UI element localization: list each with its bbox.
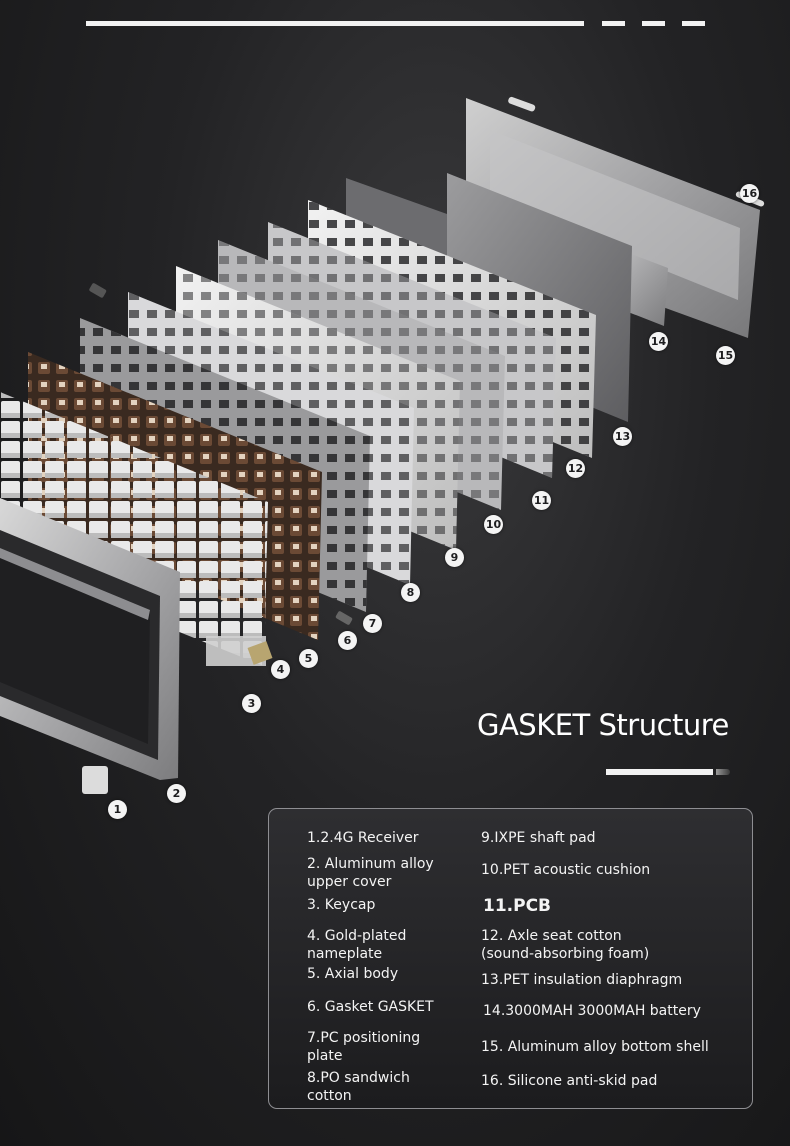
component-item-11: 11.PCB bbox=[483, 896, 552, 916]
marker-1: 1 bbox=[108, 800, 127, 819]
component-item-13: 13.PET insulation diaphragm bbox=[481, 972, 683, 988]
marker-6: 6 bbox=[338, 631, 357, 650]
marker-10: 10 bbox=[484, 515, 503, 534]
layer-keycaps bbox=[0, 392, 268, 666]
title-underline bbox=[606, 769, 713, 775]
marker-8: 8 bbox=[401, 583, 420, 602]
header-dash-3 bbox=[682, 21, 705, 26]
component-item-7: 7.PC positioning plate bbox=[307, 1030, 421, 1064]
layer-nameplate bbox=[247, 641, 273, 665]
marker-4: 4 bbox=[271, 660, 290, 679]
header-dash-1 bbox=[602, 21, 625, 26]
marker-13: 13 bbox=[613, 427, 632, 446]
component-item-8: 8.PO sandwich cotton bbox=[307, 1070, 410, 1104]
component-item-14: 14.3000MAH 3000MAH battery bbox=[483, 1003, 701, 1019]
marker-12: 12 bbox=[566, 459, 585, 478]
title-underline-fade bbox=[716, 769, 730, 775]
component-item-4: 4. Gold-plated nameplate bbox=[307, 928, 407, 962]
component-item-5: 5. Axial body bbox=[307, 966, 399, 982]
marker-9: 9 bbox=[445, 548, 464, 567]
component-item-16: 16. Silicone anti-skid pad bbox=[481, 1073, 658, 1089]
components-panel: 1.2.4G Receiver 2. Aluminum alloy upper … bbox=[268, 808, 753, 1109]
marker-3: 3 bbox=[242, 694, 261, 713]
marker-7: 7 bbox=[363, 614, 382, 633]
marker-16: 16 bbox=[740, 184, 759, 203]
component-item-1: 1.2.4G Receiver bbox=[307, 830, 419, 846]
layer-receiver bbox=[82, 766, 108, 794]
component-item-9: 9.IXPE shaft pad bbox=[481, 830, 596, 846]
marker-2: 2 bbox=[167, 784, 186, 803]
component-item-12: 12. Axle seat cotton (sound-absorbing fo… bbox=[481, 928, 650, 962]
component-item-3: 3. Keycap bbox=[307, 897, 376, 913]
component-item-2: 2. Aluminum alloy upper cover bbox=[307, 856, 434, 890]
component-item-15: 15. Aluminum alloy bottom shell bbox=[481, 1039, 709, 1055]
marker-14: 14 bbox=[649, 332, 668, 351]
component-item-6: 6. Gasket GASKET bbox=[307, 999, 434, 1015]
component-item-10: 10.PET acoustic cushion bbox=[481, 862, 651, 878]
page-title: GASKET Structure bbox=[477, 708, 729, 742]
header-dash-2 bbox=[642, 21, 665, 26]
header-bar-long bbox=[86, 21, 584, 26]
exploded-keyboard-illustration: 1 2 3 4 5 6 7 8 9 10 11 12 13 14 15 16 bbox=[0, 96, 765, 819]
marker-11: 11 bbox=[532, 491, 551, 510]
marker-5: 5 bbox=[299, 649, 318, 668]
marker-15: 15 bbox=[716, 346, 735, 365]
